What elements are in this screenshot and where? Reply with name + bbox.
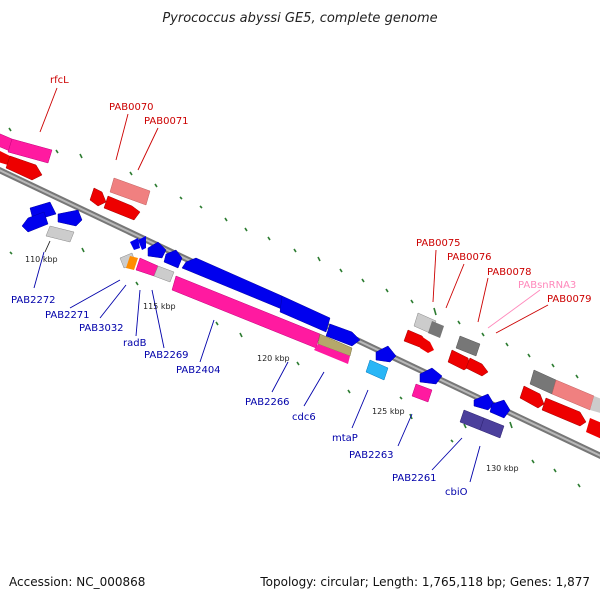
gene-feature[interactable] [130,238,140,250]
gene-pab2261-feature[interactable] [459,409,485,431]
gene-feature[interactable] [314,344,350,364]
tick-115-kbp: 115 kbp [143,302,176,311]
gene-feature[interactable] [465,357,489,377]
gene-feature[interactable] [325,323,361,347]
gene-pab2263-feature[interactable] [419,367,443,385]
gene-feature[interactable] [5,155,43,181]
gene-feature[interactable] [138,236,146,250]
gene-feature[interactable] [7,138,53,164]
tick-110-kbp: 110 kbp [25,255,58,264]
label-pab2269[interactable]: PAB2269 [144,350,189,361]
label-pab2263[interactable]: PAB2263 [349,450,394,461]
label-pab0075[interactable]: PAB0075 [416,238,461,249]
label-mtap[interactable]: mtaP [332,433,358,444]
gene-mtap-feature[interactable] [375,345,397,363]
label-pab2271[interactable]: PAB2271 [45,310,90,321]
label-pab0071[interactable]: PAB0071 [144,116,189,127]
gene-feature[interactable] [21,211,49,233]
gene-feature[interactable] [411,383,433,403]
scale-ticks: 110 kbp 115 kbp 120 kbp 125 kbp 130 kbp [25,255,519,473]
tick-120-kbp: 120 kbp [257,354,290,363]
label-leader-lines [33,87,549,483]
label-pab0070[interactable]: PAB0070 [109,102,154,113]
gene-feature[interactable] [279,295,331,333]
gene-feature[interactable] [0,150,10,165]
map-title: Pyrococcus abyssi GE5, complete genome [162,11,437,26]
gene-labels: rfcL PAB0070 PAB0071 PAB0075 PAB0076 PAB… [11,75,592,498]
gene-feature[interactable] [163,249,183,269]
label-pab2266[interactable]: PAB2266 [245,397,290,408]
label-pabsnrna3[interactable]: PABsnRNA3 [518,280,576,291]
label-cdc6[interactable]: cdc6 [292,412,316,423]
label-pab2261[interactable]: PAB2261 [392,473,437,484]
topology-text: Topology: circular; Length: 1,765,118 bp… [259,575,590,589]
gene-feature[interactable] [586,418,600,440]
gene-feature[interactable] [45,225,75,243]
gc-content-dashes [8,127,581,488]
gene-feature[interactable] [541,397,587,427]
label-pab0078[interactable]: PAB0078 [487,267,532,278]
reverse-genes [21,201,511,439]
label-pab2404[interactable]: PAB2404 [176,365,221,376]
label-pab3032[interactable]: PAB3032 [79,323,124,334]
gene-feature[interactable] [519,385,545,409]
gene-feature[interactable] [365,359,389,381]
tick-125-kbp: 125 kbp [372,407,405,416]
label-pab2272[interactable]: PAB2272 [11,295,56,306]
gene-feature[interactable] [428,321,444,338]
gene-pab0070-feature[interactable] [89,187,107,207]
label-pab0079[interactable]: PAB0079 [547,294,592,305]
gene-feature[interactable] [153,265,175,283]
gene-feature[interactable] [479,417,505,439]
gene-pab3032-feature[interactable] [126,256,138,270]
gene-feature[interactable] [420,338,434,353]
label-radb[interactable]: radB [123,338,147,349]
tick-130-kbp: 130 kbp [486,464,519,473]
gene-pab2269-feature[interactable] [135,257,159,277]
gene-feature[interactable] [529,369,557,395]
label-rfcl[interactable]: rfcL [50,75,69,86]
gene-feature[interactable] [103,195,141,221]
accession-text: Accession: NC_000868 [9,575,145,589]
gene-feature[interactable] [590,396,600,414]
gene-radb-feature[interactable] [147,241,167,259]
gene-feature[interactable] [489,399,511,419]
forward-genes [0,133,600,440]
label-pab0076[interactable]: PAB0076 [447,252,492,263]
label-cbio[interactable]: cbiO [445,487,468,498]
gene-pab0078-feature[interactable] [455,335,481,357]
gene-feature[interactable] [57,209,83,227]
gene-pab0071-feature[interactable] [109,177,151,206]
